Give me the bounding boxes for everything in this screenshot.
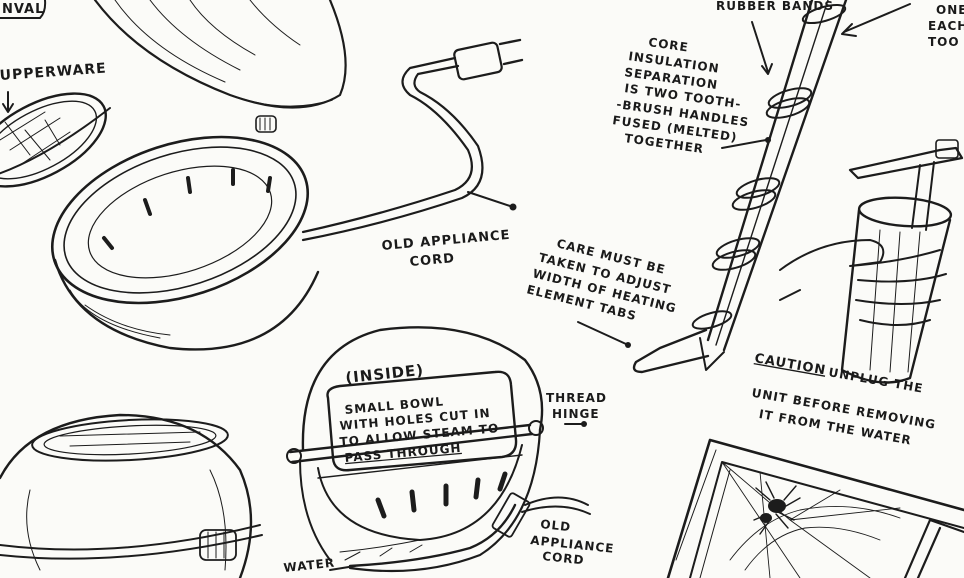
- water-label: WATER: [283, 556, 336, 575]
- appliance-cord-label-2-line3: CORD: [542, 549, 585, 567]
- framed-spider-illustration: [668, 440, 964, 578]
- thread-hinge-line2: HINGE: [552, 407, 600, 421]
- thread-hinge-label: THREAD HINGE: [546, 391, 607, 427]
- one-each-line2: EACH: [928, 19, 964, 33]
- caution-note: CAUTION UNPLUG THE UNIT BEFORE REMOVING …: [751, 351, 937, 447]
- core-note: CORE INSULATION SEPARATION IS TWO TOOTH-…: [612, 35, 771, 156]
- rubber-bands-pointer: [752, 22, 772, 74]
- tupperware-arrow: [3, 92, 13, 112]
- closed-steamer-illustration: [0, 415, 262, 578]
- caution-line1: UNPLUG THE: [827, 365, 924, 395]
- appliance-cord-label-1-line2: CORD: [409, 251, 456, 270]
- appliance-cord-label-1-line1: OLD APPLIANCE: [381, 228, 511, 254]
- cord-pointer-1: [468, 192, 517, 211]
- tupperware-label: UPPERWARE: [0, 61, 107, 84]
- care-note: CARE MUST BE TAKEN TO ADJUST WIDTH OF HE…: [525, 236, 678, 348]
- appliance-cord-label-1: OLD APPLIANCE CORD: [381, 228, 511, 270]
- thread-hinge-line1: THREAD: [546, 391, 607, 405]
- one-each-label: ONE EACH TOO: [842, 3, 964, 49]
- steamer-shell-illustration: [31, 0, 522, 349]
- rubber-bands-label: RUBBER BANDS: [716, 0, 834, 13]
- top-left-label: NVAL: [2, 2, 44, 17]
- bowl-note-callout: SMALL BOWL WITH HOLES CUT IN TO ALLOW ST…: [328, 372, 517, 470]
- one-each-line1: ONE: [936, 3, 964, 17]
- cup-with-hand-illustration: [780, 140, 962, 383]
- appliance-cord-label-2-line1: OLD: [540, 517, 572, 534]
- caution-word: CAUTION: [753, 351, 827, 378]
- one-each-line3: TOO: [928, 35, 960, 49]
- top-left-box-fragment: NVAL: [0, 0, 45, 18]
- water-label-group: WATER: [283, 556, 355, 575]
- appliance-cord-label-2: OLD APPLIANCE CORD: [530, 517, 615, 567]
